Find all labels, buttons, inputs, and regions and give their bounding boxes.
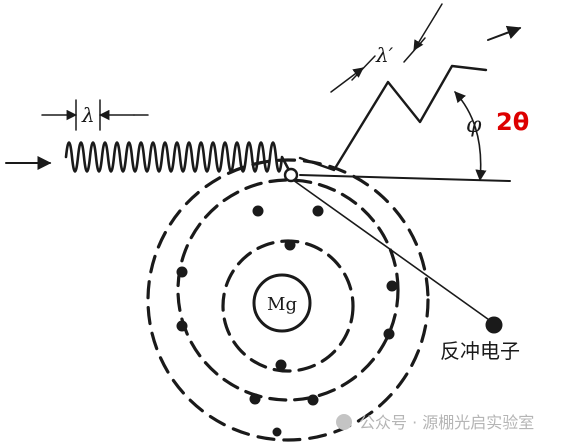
angle-note: 2θ xyxy=(496,108,529,136)
scattered-wave xyxy=(298,64,488,172)
electron xyxy=(272,427,282,437)
nucleus-label: Mg xyxy=(267,294,297,315)
electron xyxy=(275,359,287,371)
electron xyxy=(176,320,188,332)
wechat-icon xyxy=(336,414,352,430)
nucleus xyxy=(252,273,312,333)
electron xyxy=(383,328,395,340)
incident-wavelength-dimension xyxy=(41,99,149,131)
watermark-text: 公众号 · 源棚光启实验室 xyxy=(359,413,534,432)
electrons xyxy=(176,205,398,437)
orbit-middle xyxy=(176,178,400,402)
electron xyxy=(284,239,296,251)
watermark: 公众号 · 源棚光启实验室 xyxy=(336,413,534,432)
electron xyxy=(386,280,398,292)
scattered-wavelength-dimension xyxy=(330,3,443,93)
electron xyxy=(252,205,264,217)
scattering-angle-arc xyxy=(454,91,487,182)
recoil-electron-label: 反冲电子 xyxy=(440,339,520,363)
electron xyxy=(312,205,324,217)
angle-label: φ xyxy=(466,113,482,138)
electron xyxy=(249,393,261,405)
incident-wavelength-label: λ xyxy=(81,103,95,127)
scattering-electron xyxy=(283,167,299,183)
orbit-outer xyxy=(146,158,430,442)
electron xyxy=(307,394,319,406)
scattered-wavelength-label: λ′ xyxy=(375,43,394,67)
scattered-direction-arrow xyxy=(487,25,522,41)
electron xyxy=(176,266,188,278)
forward-direction-line xyxy=(299,174,511,182)
recoil-electron xyxy=(485,316,503,334)
incident-wave xyxy=(64,141,292,174)
